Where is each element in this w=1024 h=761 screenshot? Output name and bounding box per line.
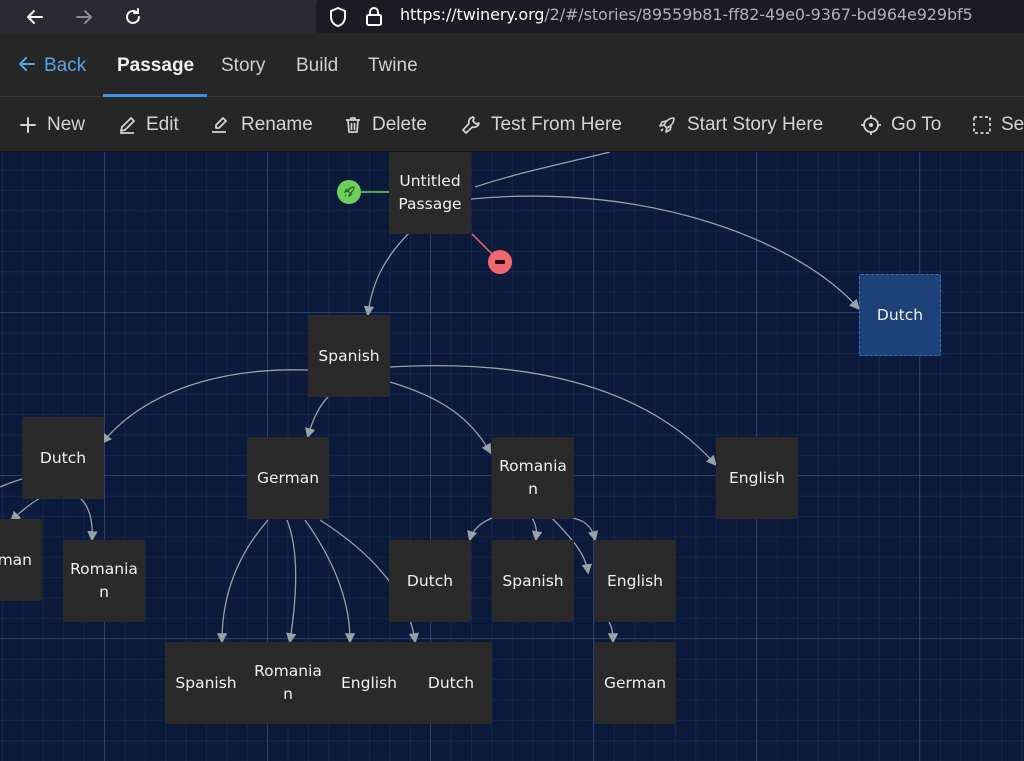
link-romanian-to-english-a <box>551 517 592 575</box>
edit-button[interactable]: Edit <box>117 112 179 138</box>
crosshair-icon <box>861 115 881 135</box>
link-german-to-dutch <box>319 519 420 644</box>
passage-dutch-row3[interactable]: Dutch <box>389 540 471 622</box>
start-story-here-button[interactable]: Start Story Here <box>656 112 823 138</box>
link-german-to-romanian <box>286 519 297 644</box>
rename-icon <box>212 117 227 133</box>
pencil-icon <box>120 117 135 134</box>
passage-english-row4[interactable]: English <box>328 642 410 724</box>
link-spanish-to-english <box>389 364 717 466</box>
new-button[interactable]: New <box>18 112 85 138</box>
link-dutch-to-german <box>10 497 41 522</box>
url-path: /2/#/stories/89559b81-ff82-49e0-9367-bd9… <box>544 5 973 24</box>
link-spanish-to-german <box>305 396 329 439</box>
browser-back-button[interactable] <box>18 0 52 33</box>
passage-spanish-row3[interactable]: Spanish <box>492 540 574 622</box>
wrench-icon <box>462 116 480 134</box>
link-offscreen-top <box>474 152 611 188</box>
select-all-button[interactable]: Se <box>972 112 1024 138</box>
passage-german[interactable]: German <box>247 437 329 519</box>
passage-romanian-left[interactable]: Romania n <box>63 540 145 622</box>
active-tab-indicator <box>103 94 207 97</box>
rename-label: Rename <box>241 114 313 135</box>
link-english-to-german <box>607 619 619 644</box>
passage-untitled[interactable]: Untitled Passage <box>389 152 471 234</box>
passage-links <box>0 152 860 644</box>
delete-button[interactable]: Delete <box>343 112 427 138</box>
top-tab-bar: Back Passage Story Build Twine <box>0 33 1024 97</box>
reload-icon <box>126 7 140 24</box>
go-to-label: Go To <box>891 114 942 135</box>
link-romanian-to-english-b <box>571 517 599 542</box>
rename-button[interactable]: Rename <box>210 112 313 138</box>
link-dutch-to-romanian <box>79 497 98 542</box>
rocket-icon <box>659 117 675 133</box>
passage-english-row3[interactable]: English <box>594 540 676 622</box>
browser-forward-button[interactable] <box>67 0 101 33</box>
start-passage-badge <box>337 180 361 204</box>
browser-reload-button[interactable] <box>116 0 150 33</box>
shield-icon[interactable] <box>328 6 348 28</box>
new-label: New <box>47 114 86 135</box>
passage-dutch-selected[interactable]: Dutch <box>859 274 941 356</box>
trash-icon <box>346 117 360 133</box>
lock-icon[interactable] <box>364 5 384 27</box>
plus-icon <box>20 117 36 133</box>
link-spanish-to-romanian <box>389 381 492 455</box>
link-romanian-to-dutch <box>467 517 493 542</box>
link-untitled-to-spanish <box>363 231 411 317</box>
test-from-here-label: Test From Here <box>491 114 622 135</box>
link-untitled-to-dutch <box>470 195 860 310</box>
broken-link-badge <box>488 250 512 274</box>
passage-spanish[interactable]: Spanish <box>308 315 390 397</box>
tab-story[interactable]: Story <box>221 55 266 76</box>
arrow-right-icon <box>76 9 92 24</box>
story-map-canvas[interactable]: Untitled Passage Dutch Spanish Dutch Ger… <box>0 152 1024 761</box>
go-to-button[interactable]: Go To <box>860 112 941 138</box>
delete-label: Delete <box>372 114 427 135</box>
passage-dutch-row4[interactable]: Dutch <box>410 642 492 724</box>
test-from-here-button[interactable]: Test From Here <box>460 112 622 138</box>
tab-build[interactable]: Build <box>296 55 339 76</box>
link-spanish-to-dutch <box>101 369 309 445</box>
passage-german-partial[interactable]: man <box>0 519 42 601</box>
passage-romanian[interactable]: Romania n <box>492 437 574 519</box>
back-label: Back <box>44 55 87 76</box>
link-german-to-spanish <box>216 519 269 644</box>
url-host: https://twinery.org <box>400 5 545 24</box>
link-german-to-english <box>304 519 356 644</box>
dashed-square-icon <box>973 116 991 134</box>
arrow-left-icon <box>27 9 43 24</box>
passage-toolbar: New Edit Rename Delete Test From Here St… <box>0 97 1024 152</box>
link-offscreen-left <box>0 478 23 488</box>
broken-link-line <box>471 233 493 255</box>
tab-twine[interactable]: Twine <box>368 55 418 76</box>
link-romanian-to-spanish <box>531 517 543 542</box>
tab-passage[interactable]: Passage <box>117 55 195 76</box>
minus-icon <box>495 260 505 264</box>
start-story-here-label: Start Story Here <box>687 114 824 135</box>
passage-spanish-row4[interactable]: Spanish <box>165 642 247 724</box>
url-text: https://twinery.org/2/#/stories/89559b81… <box>400 5 973 24</box>
passage-romanian-row4[interactable]: Romania n <box>247 642 329 724</box>
select-all-label: Se <box>1001 114 1024 135</box>
passage-dutch-left[interactable]: Dutch <box>22 417 104 499</box>
passage-german-row4[interactable]: German <box>594 642 676 724</box>
edit-label: Edit <box>146 114 179 135</box>
back-button[interactable]: Back <box>18 55 86 77</box>
rocket-icon <box>343 186 355 198</box>
browser-toolbar: https://twinery.org/2/#/stories/89559b81… <box>0 0 1024 33</box>
passage-english[interactable]: English <box>716 437 798 519</box>
arrow-left-icon <box>19 57 35 71</box>
address-bar[interactable]: https://twinery.org/2/#/stories/89559b81… <box>316 0 1024 33</box>
